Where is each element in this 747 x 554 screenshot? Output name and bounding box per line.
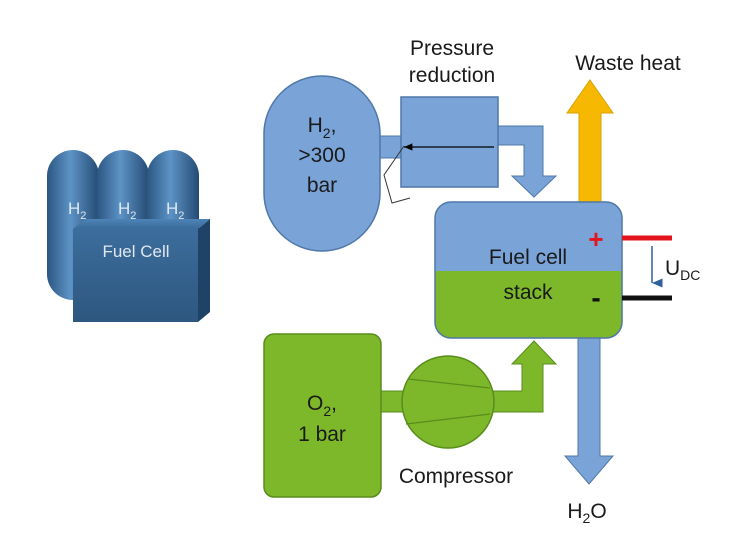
waste-heat-label: Waste heat [575, 52, 681, 75]
svg-text:H2: H2 [118, 199, 136, 222]
pressure-reduction-label-2: reduction [409, 64, 495, 87]
svg-text:Fuel Cell: Fuel Cell [102, 242, 169, 261]
h2-tank-unit: bar [307, 174, 337, 197]
waste-heat-arrow [566, 79, 614, 206]
o2-tank: O2, 1 bar [263, 333, 382, 498]
positive-terminal-sign: + [588, 224, 603, 254]
h2-flow-arrow [497, 125, 558, 198]
o2-tank-pressure: 1 bar [298, 423, 346, 446]
pressure-reduction-valve [383, 96, 499, 204]
stack-label: Fuel cell [489, 246, 567, 269]
voltage-label: UDC [665, 257, 700, 283]
fuel-cell-stack: Fuel cell stack + - [434, 201, 623, 339]
o2-tank-label: O2, [307, 392, 337, 419]
fuel-cell-box-icon: Fuel Cell [73, 219, 210, 322]
water-label: H2O [567, 500, 606, 526]
h2-tank-label: H2, [308, 114, 337, 141]
compressor-label: Compressor [399, 465, 513, 488]
svg-text:H2: H2 [68, 199, 86, 222]
stack-label-2: stack [503, 281, 553, 304]
h2-tank-pressure: >300 [298, 144, 345, 167]
water-outlet-arrow [563, 333, 615, 485]
fuel-cell-product-icon: H2 H2 H2 Fuel Cell [47, 150, 210, 322]
h2-tank: H2, >300 bar [263, 75, 381, 252]
pressure-reduction-label: Pressure [410, 37, 494, 60]
negative-terminal-sign: - [591, 282, 600, 313]
svg-text:H2: H2 [166, 199, 184, 222]
compressor [401, 355, 495, 449]
